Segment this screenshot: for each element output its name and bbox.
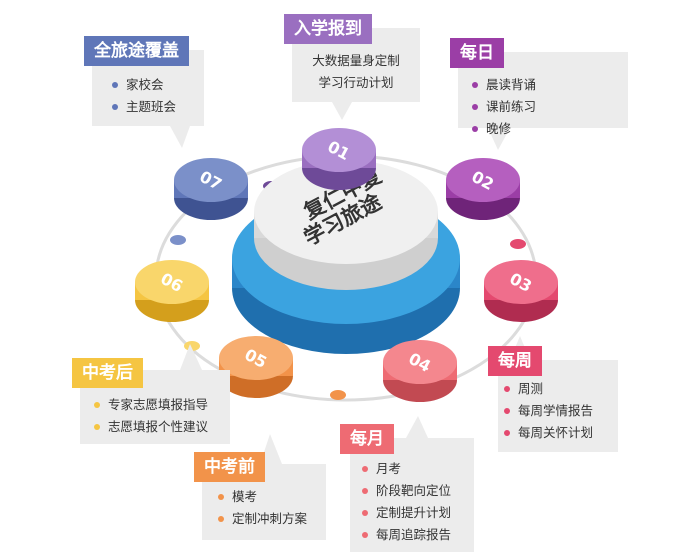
list-item: 定制冲刺方案 <box>218 508 307 530</box>
stage-node-05: 05 <box>219 336 293 398</box>
list-item: 每周关怀计划 <box>504 422 593 444</box>
tag-enroll: 入学报到 <box>284 14 372 44</box>
list-item: 每周追踪报告 <box>362 524 451 546</box>
list-item: 课前练习 <box>472 96 536 118</box>
stage-node-06: 06 <box>135 260 209 322</box>
tag-full-journey: 全旅途覆盖 <box>84 36 189 66</box>
tag-monthly: 每月 <box>340 424 394 454</box>
stage-node-02: 02 <box>446 158 520 220</box>
stage-node-07: 07 <box>174 158 248 220</box>
list-item: 专家志愿填报指导 <box>94 394 208 416</box>
center-platform: 复仁中复 学习旅途 <box>232 160 460 354</box>
connector-dot <box>170 235 186 245</box>
tag-weekly: 每周 <box>488 346 542 376</box>
callout-monthly <box>350 416 474 552</box>
list-item: 晚修 <box>472 118 622 140</box>
list-item: 阶段靶向定位 <box>362 480 451 502</box>
connector-dot <box>510 239 526 249</box>
tag-before-exam: 中考前 <box>194 452 265 482</box>
full-journey-list: 家校会 主题班会 <box>112 74 176 118</box>
connector-dot <box>330 390 346 400</box>
list-item: 晨读背诵 <box>472 74 536 96</box>
weekly-list: 周测 每周学情报告 每周关怀计划 <box>504 378 593 444</box>
stage-node-04: 04 <box>383 340 457 402</box>
list-item: 模考 <box>218 486 307 508</box>
stage-node-01: 01 <box>302 128 376 190</box>
tag-daily: 每日 <box>450 38 504 68</box>
enroll-desc-line2: 学习行动计划 <box>318 75 394 90</box>
after-exam-list: 专家志愿填报指导 志愿填报个性建议 <box>94 394 208 438</box>
list-item: 每周学情报告 <box>504 400 593 422</box>
tag-after-exam: 中考后 <box>72 358 143 388</box>
list-item: 定制提升计划 <box>362 502 451 524</box>
monthly-list: 月考 阶段靶向定位 定制提升计划 每周追踪报告 <box>362 458 451 546</box>
list-item: 志愿填报个性建议 <box>94 416 208 438</box>
stage-node-03: 03 <box>484 260 558 322</box>
list-item: 家校会 <box>112 74 176 96</box>
list-item: 主题班会 <box>112 96 176 118</box>
list-item: 周测 <box>504 378 593 400</box>
before-exam-list: 模考 定制冲刺方案 <box>218 486 307 530</box>
daily-list: 晨读背诵 课前练习 晚修 <box>472 74 622 140</box>
enroll-desc-line1: 大数据量身定制 <box>312 53 400 68</box>
list-item: 月考 <box>362 458 451 480</box>
